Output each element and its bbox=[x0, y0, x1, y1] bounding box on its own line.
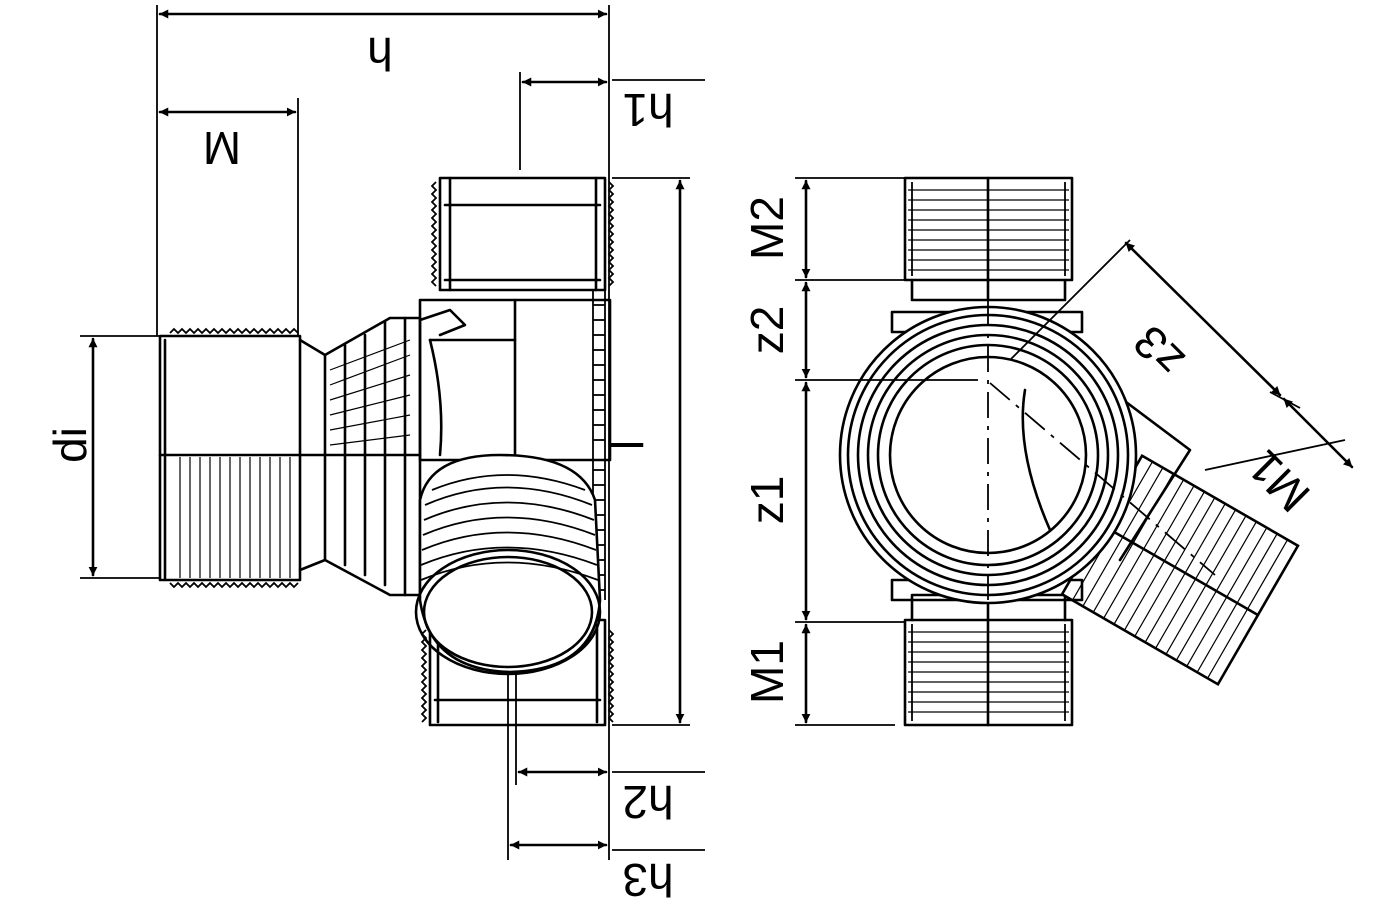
top-socket bbox=[430, 176, 615, 292]
label-h2: h2 bbox=[622, 776, 673, 828]
label-z2: z2 bbox=[741, 306, 793, 355]
front-view: M2 z2 z1 M1 z3 M1 bbox=[741, 176, 1354, 727]
branch-connector bbox=[1108, 388, 1192, 562]
front-top-socket bbox=[903, 176, 1074, 302]
left-socket bbox=[158, 327, 302, 589]
label-z3: z3 bbox=[1123, 316, 1194, 387]
label-M1: M1 bbox=[741, 640, 793, 704]
label-h1: h1 bbox=[622, 84, 673, 136]
front-bottom-socket bbox=[903, 593, 1074, 727]
label-M: M bbox=[203, 122, 241, 174]
tee-body bbox=[418, 290, 612, 600]
dimensions-right bbox=[795, 177, 1354, 726]
dimensions-left bbox=[80, 5, 705, 860]
label-z1: z1 bbox=[741, 476, 793, 525]
label-M2: M2 bbox=[741, 196, 793, 260]
label-h: h bbox=[367, 28, 393, 80]
label-di: di bbox=[44, 427, 96, 463]
label-l: l bbox=[601, 440, 653, 450]
label-h3: h3 bbox=[622, 854, 673, 900]
label-M1-angled: M1 bbox=[1238, 440, 1320, 522]
angled-centerline bbox=[989, 382, 1216, 576]
angled-branch-socket bbox=[414, 453, 602, 676]
side-view: h M h1 h2 h3 di l bbox=[44, 5, 705, 900]
reducer-transition bbox=[298, 316, 422, 597]
